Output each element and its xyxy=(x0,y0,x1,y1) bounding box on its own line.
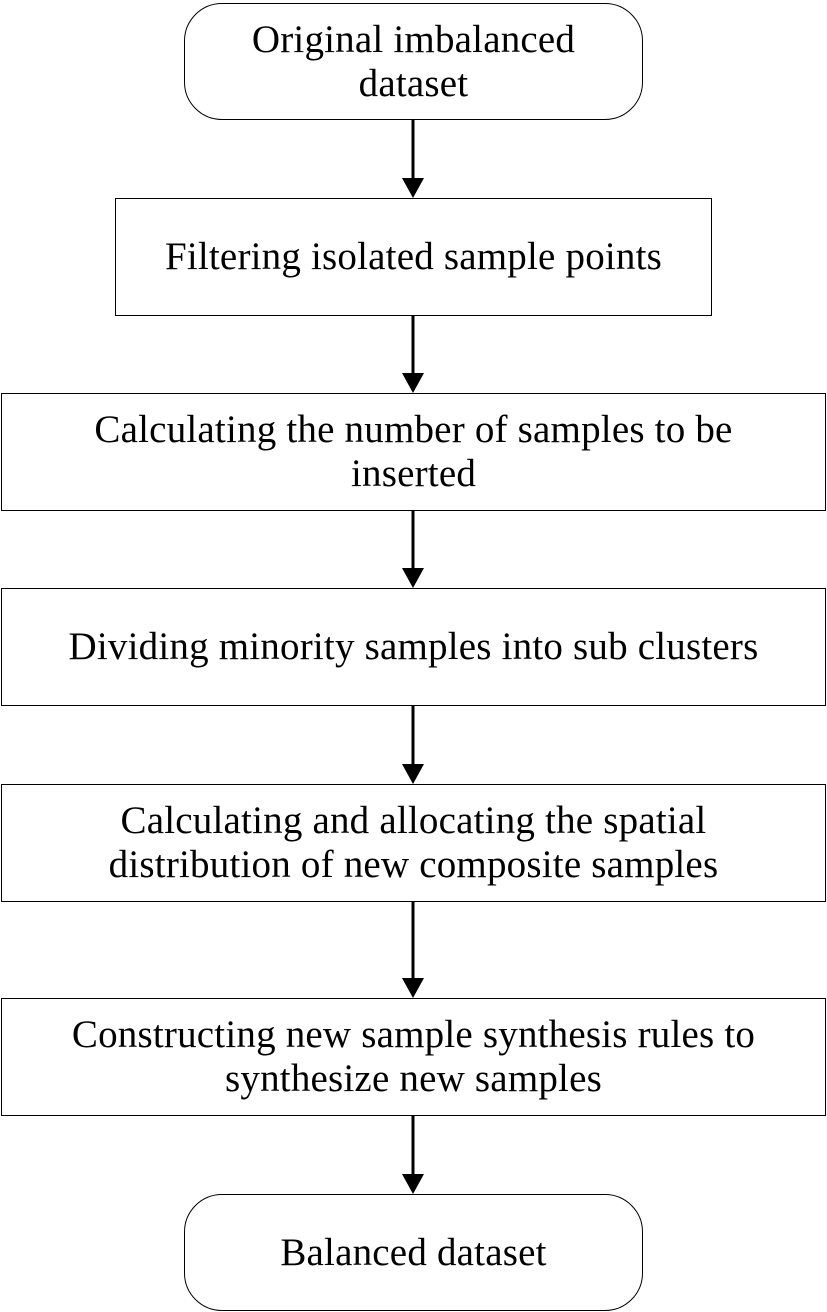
step-label: Calculating the number of samples to be … xyxy=(94,408,733,495)
step-label: Calculating and allocating the spatial d… xyxy=(108,799,719,886)
step-label: Constructing new sample synthesis rules … xyxy=(71,1013,756,1100)
arrowhead-1 xyxy=(402,178,424,198)
step-calculate-sample-count: Calculating the number of samples to be … xyxy=(1,393,826,511)
arrowhead-5 xyxy=(402,978,424,998)
arrowhead-2 xyxy=(402,373,424,393)
step-divide-subclusters: Dividing minority samples into sub clust… xyxy=(1,588,826,706)
arrowhead-3 xyxy=(402,568,424,588)
step-synthesis-rules: Constructing new sample synthesis rules … xyxy=(1,998,826,1116)
step-label: Dividing minority samples into sub clust… xyxy=(68,625,759,668)
end-node: Balanced dataset xyxy=(184,1194,643,1311)
step-label: Filtering isolated sample points xyxy=(164,235,663,278)
arrowhead-4 xyxy=(402,764,424,784)
start-node: Original imbalanced dataset xyxy=(184,3,643,120)
step-spatial-distribution: Calculating and allocating the spatial d… xyxy=(1,784,826,902)
start-node-label: Original imbalanced dataset xyxy=(251,17,576,105)
arrowhead-6 xyxy=(402,1174,424,1194)
end-node-label: Balanced dataset xyxy=(280,1230,547,1274)
step-filter-isolated-points: Filtering isolated sample points xyxy=(115,198,712,316)
